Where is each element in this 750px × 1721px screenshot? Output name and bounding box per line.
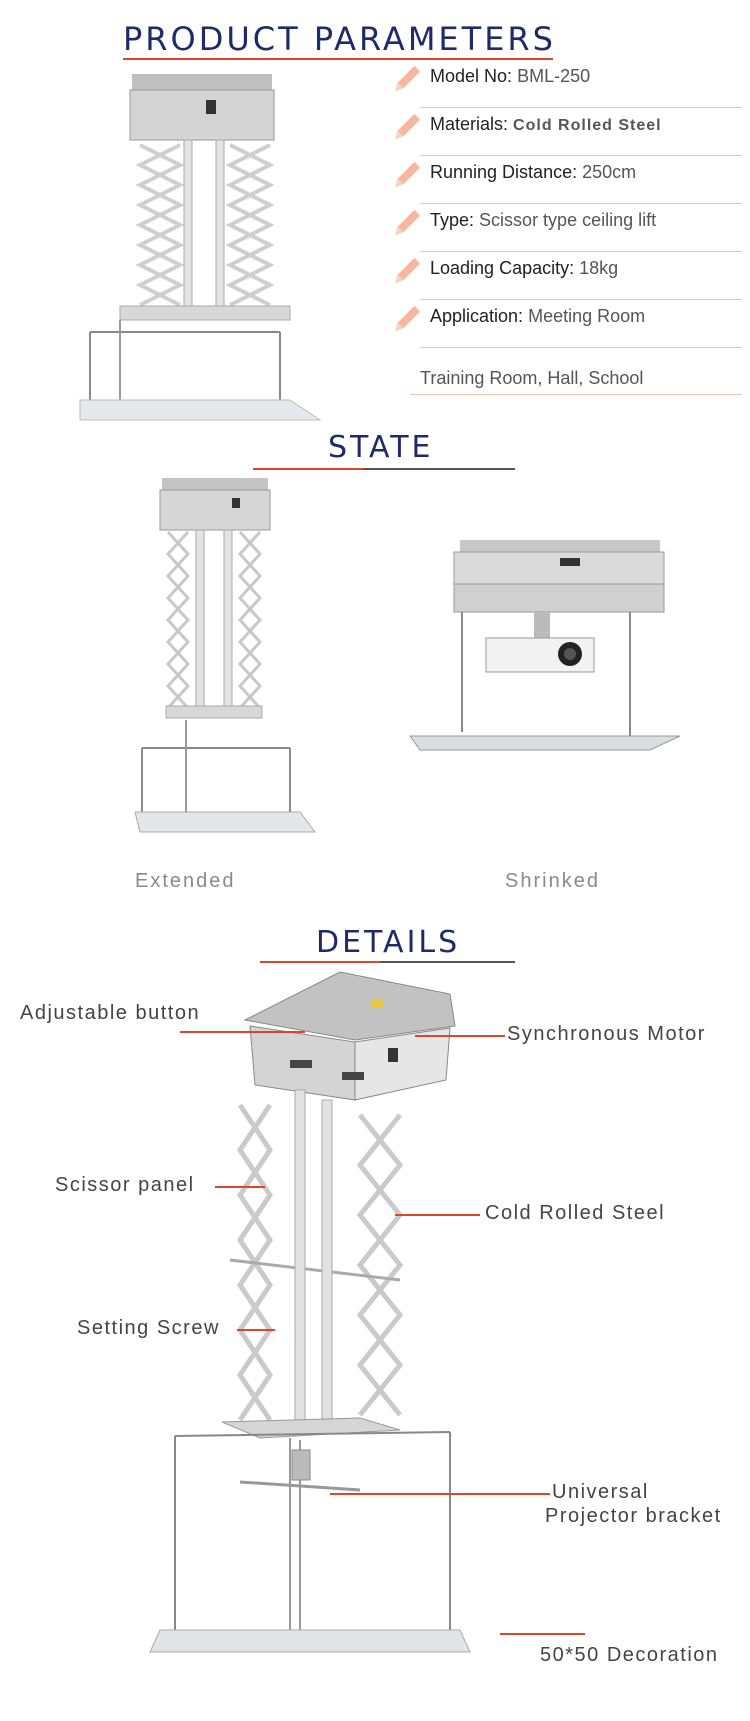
- param-row-running-distance: Running Distance: 250cm: [390, 156, 742, 204]
- leader-decoration: [500, 1633, 585, 1635]
- lift-shrinked-image: [409, 540, 681, 751]
- label-universal: Universal: [552, 1481, 649, 1503]
- label-adjustable-button: Adjustable button: [20, 1002, 201, 1024]
- label-synchronous-motor: Synchronous Motor: [507, 1023, 706, 1045]
- details-section-title: DETAILS: [316, 925, 461, 960]
- leader-adjustable-button: [180, 1031, 305, 1033]
- param-row-type: Type: Scissor type ceiling lift: [390, 204, 742, 252]
- leader-scissor-panel: [215, 1186, 265, 1188]
- param-label: Materials:: [430, 114, 509, 134]
- params-section-title: PRODUCT PARAMETERS: [123, 20, 556, 58]
- pencil-icon: [394, 113, 421, 140]
- label-setting-screw: Setting Screw: [77, 1317, 220, 1339]
- param-label: Type:: [430, 210, 475, 230]
- leader-setting-screw: [237, 1329, 275, 1331]
- state-title-underline-right: [363, 468, 515, 470]
- param-row-model: Model No: BML-250: [390, 60, 742, 108]
- leader-synchronous-motor: [415, 1035, 505, 1037]
- param-value: Scissor type ceiling lift: [479, 210, 657, 230]
- extended-caption: Extended: [135, 870, 236, 892]
- pencil-icon: [394, 161, 421, 188]
- param-value: 18kg: [579, 258, 619, 278]
- pencil-icon: [394, 209, 421, 236]
- label-scissor-panel: Scissor panel: [55, 1174, 195, 1196]
- param-value: BML-250: [517, 66, 591, 86]
- label-cold-rolled-steel: Cold Rolled Steel: [485, 1202, 666, 1224]
- pencil-icon: [394, 305, 421, 332]
- shrinked-caption: Shrinked: [505, 870, 600, 892]
- param-label: Model No:: [430, 66, 513, 86]
- param-row-application: Application: Meeting Room: [390, 300, 742, 348]
- leader-cold-rolled-steel: [395, 1214, 480, 1216]
- leader-universal-bracket: [330, 1493, 550, 1495]
- state-title-underline-left: [253, 468, 363, 470]
- param-row-materials: Materials: Cold Rolled Steel: [390, 108, 742, 156]
- state-section-title: STATE: [328, 430, 434, 465]
- param-extra-line: [410, 394, 742, 395]
- lift-product-image-top: [79, 74, 322, 421]
- pencil-icon: [394, 257, 421, 284]
- label-decoration: 50*50 Decoration: [540, 1644, 719, 1666]
- param-label: Application:: [430, 306, 524, 326]
- param-row-loading-capacity: Loading Capacity: 18kg: [390, 252, 742, 300]
- lift-extended-image: [134, 478, 316, 833]
- lift-details-image: [149, 971, 471, 1653]
- params-title-underline: [123, 58, 553, 60]
- param-application-extra: Training Room, Hall, School: [420, 368, 644, 388]
- param-label: Loading Capacity:: [430, 258, 575, 278]
- details-title-underline-right: [380, 961, 515, 963]
- param-label: Running Distance:: [430, 162, 578, 182]
- label-projector-bracket: Projector bracket: [545, 1505, 722, 1527]
- param-value: Meeting Room: [528, 306, 646, 326]
- details-title-underline-left: [260, 961, 380, 963]
- param-value: 250cm: [582, 162, 637, 182]
- param-value: Cold Rolled Steel: [513, 117, 662, 134]
- pencil-icon: [394, 65, 421, 92]
